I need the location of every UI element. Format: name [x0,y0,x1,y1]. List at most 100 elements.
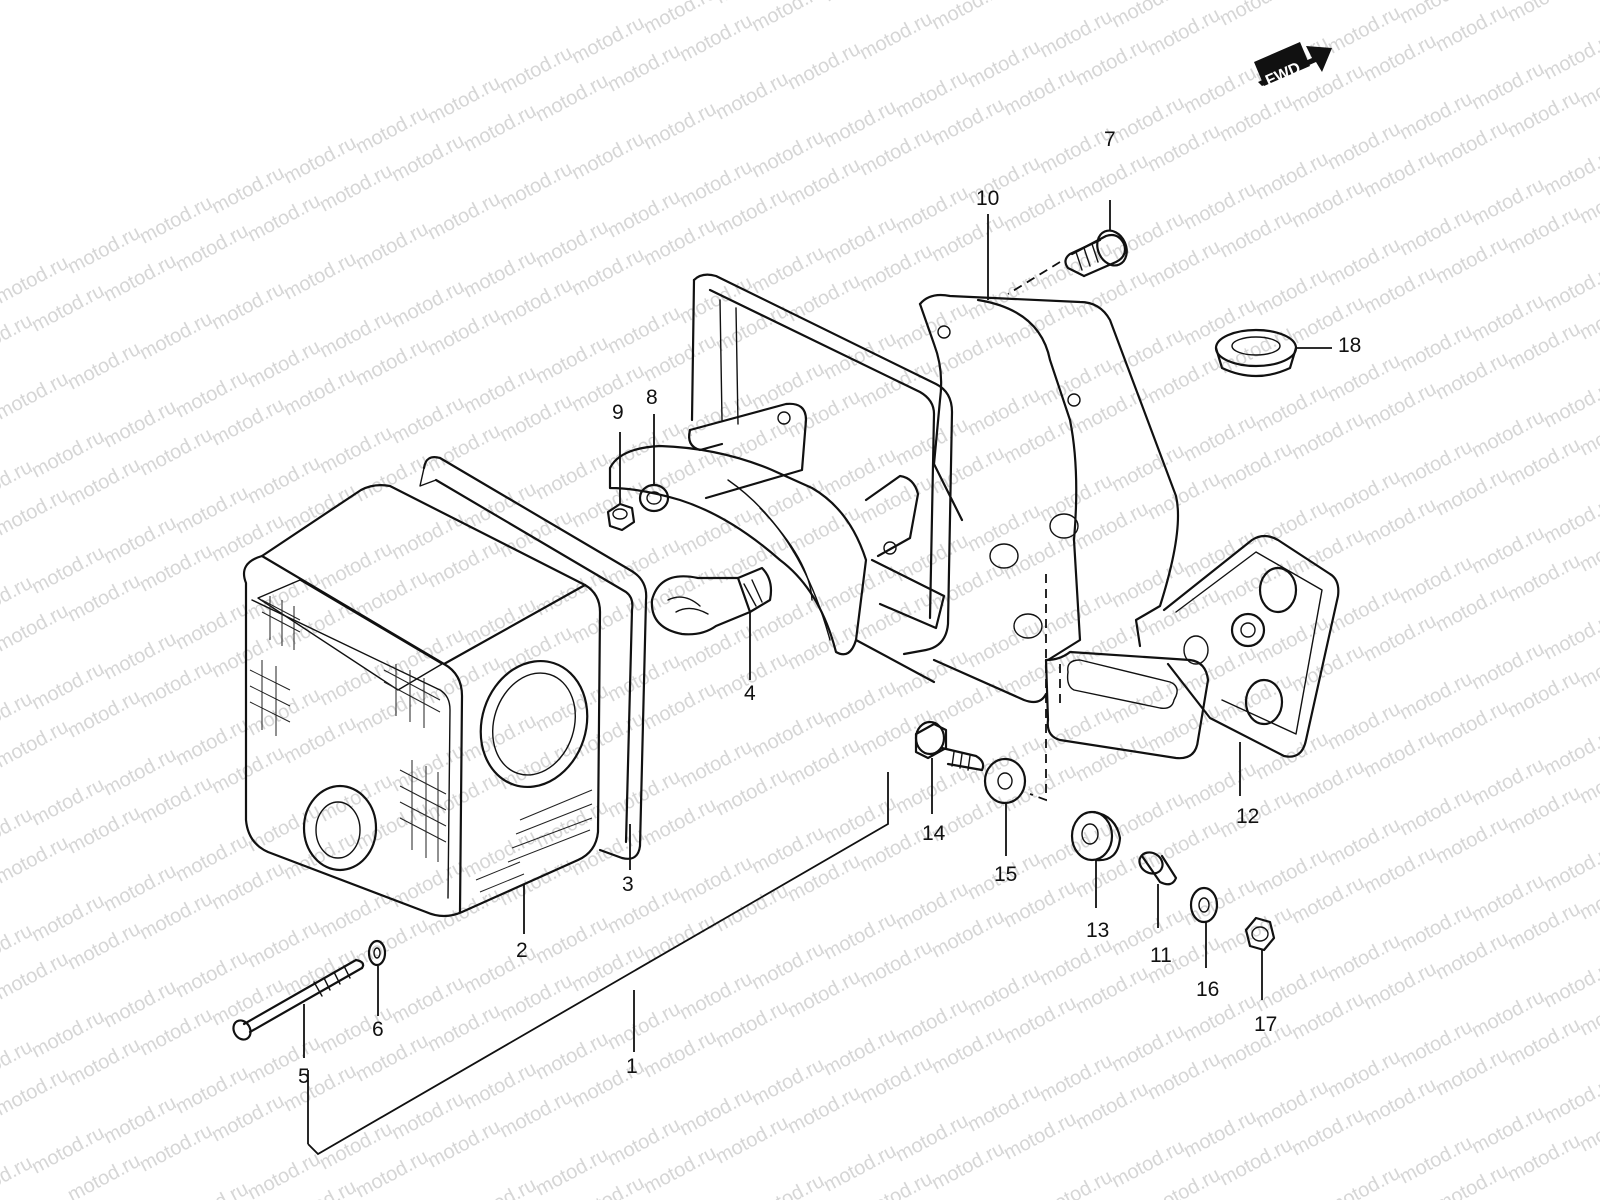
watermark-text: motod.ru [424,188,504,244]
watermark-text: motod.ru [352,218,432,274]
part-label-9: 9 [612,401,624,424]
watermark-text: motod.ru [496,970,576,1026]
watermark-text: motod.ru [712,996,792,1052]
watermark-text: motod.ru [1144,1048,1224,1104]
watermark-text: motod.ru [640,1142,720,1198]
part-label-14: 14 [922,822,946,845]
watermark-text: motod.ru [1000,412,1080,468]
watermark-text: motod.ru [280,248,360,304]
watermark-text: motod.ru [928,0,1008,34]
bracket-drawing [918,293,1210,760]
part-label-3: 3 [622,873,634,896]
watermark-text: motod.ru [280,828,360,884]
watermark-text: motod.ru [928,674,1008,730]
watermark-text: motod.ru [820,0,900,6]
watermark-text: motod.ru [1504,782,1584,838]
screw-5-drawing [232,958,365,1041]
part-label-6: 6 [372,1018,384,1041]
watermark-text: motod.ru [856,472,936,528]
watermark-text: motod.ru [496,390,576,446]
watermark-text: motod.ru [568,128,648,184]
watermark-text: motod.ru [1288,988,1368,1044]
watermark-text: motod.ru [1000,992,1080,1048]
watermark-text: motod.ru [352,914,432,970]
watermark-text: motod.ru [1144,468,1224,524]
watermark-text: motod.ru [64,454,144,510]
watermark-text: motod.ru [208,510,288,566]
watermark-text: motod.ru [352,450,432,506]
watermark-text: motod.ru [1432,232,1512,288]
watermark-text: motod.ru [64,686,144,742]
watermark-text: motod.ru [496,854,576,910]
bolt-14-drawing [914,720,985,772]
part-label-8: 8 [646,386,658,409]
watermark-text: motod.ru [928,1022,1008,1078]
watermark-text: motod.ru [100,250,180,306]
bulb-drawing [650,566,773,636]
watermark-text: motod.ru [1360,30,1440,86]
watermark-text: motod.ru [1432,348,1512,404]
watermark-text: motod.ru [1432,580,1512,636]
watermark-text: motod.ru [136,308,216,364]
watermark-text: motod.ru [928,94,1008,150]
collar-11-drawing [1138,851,1178,886]
watermark-text: motod.ru [748,0,828,36]
watermark-text: motod.ru [1540,376,1600,432]
watermark-text: motod.ru [460,100,540,156]
part-label-15: 15 [994,863,1017,886]
watermark-text: motod.ru [712,764,792,820]
watermark-text: motod.ru [208,394,288,450]
watermark-text: motod.ru [1072,846,1152,902]
watermark-text: motod.ru [1432,812,1512,868]
watermark-text: motod.ru [1360,1074,1440,1130]
watermark-text: motod.ru [136,888,216,944]
watermark-text: motod.ru [280,364,360,420]
watermark-text: motod.ru [640,678,720,734]
watermark-text: motod.ru [712,1112,792,1168]
watermark-text: motod.ru [1072,382,1152,438]
watermark-text: motod.ru [352,334,432,390]
watermark-text: motod.ru [136,1120,216,1176]
watermark-text: motod.ru [172,1178,252,1200]
watermark-text: motod.ru [928,210,1008,266]
watermark-text: motod.ru [784,1082,864,1138]
part-label-12: 12 [1236,805,1259,828]
watermark-text: motod.ru [28,280,108,336]
part-label-10: 10 [976,187,999,210]
watermark-text: motod.ru [1360,842,1440,898]
watermark-text: motod.ru [1540,492,1600,548]
watermark-text: motod.ru [640,98,720,154]
watermark-text: motod.ru [856,240,936,296]
part-label-11: 11 [1150,944,1172,967]
watermark-text: motod.ru [856,8,936,64]
watermark-text: motod.ru [856,936,936,992]
watermark-text: motod.ru [1000,180,1080,236]
plate-drawing [1162,534,1340,758]
watermark-text: motod.ru [496,622,576,678]
watermark-text: motod.ru [64,570,144,626]
watermark-text: motod.ru [424,304,504,360]
watermark-text: motod.ru [64,1034,144,1090]
watermark-text: motod.ru [1000,760,1080,816]
watermark-text: motod.ru [676,10,756,66]
watermark-text: motod.ru [1216,902,1296,958]
watermark-text: motod.ru [712,880,792,936]
watermark-text: motod.ru [1000,296,1080,352]
watermark-text: motod.ru [136,656,216,712]
watermark-text: motod.ru [208,742,288,798]
part-label-17: 17 [1254,1013,1277,1036]
watermark-text: motod.ru [640,794,720,850]
watermark-text: motod.ru [1144,584,1224,640]
watermark-text: motod.ru [1000,528,1080,584]
watermark-text: motod.ru [1072,730,1152,786]
watermark-text: motod.ru [1540,28,1600,84]
grommet-13-drawing [1070,810,1122,862]
watermark-text: motod.ru [136,1004,216,1060]
watermark-text: motod.ru [1000,1108,1080,1164]
watermark-text: motod.ru [1432,1044,1512,1100]
watermark-text: motod.ru [1288,1104,1368,1160]
watermark-text: motod.ru [136,540,216,596]
watermark-text: motod.ru [1144,816,1224,872]
watermark-text: motod.ru [1360,610,1440,666]
socket-reflector-drawing [608,402,868,656]
